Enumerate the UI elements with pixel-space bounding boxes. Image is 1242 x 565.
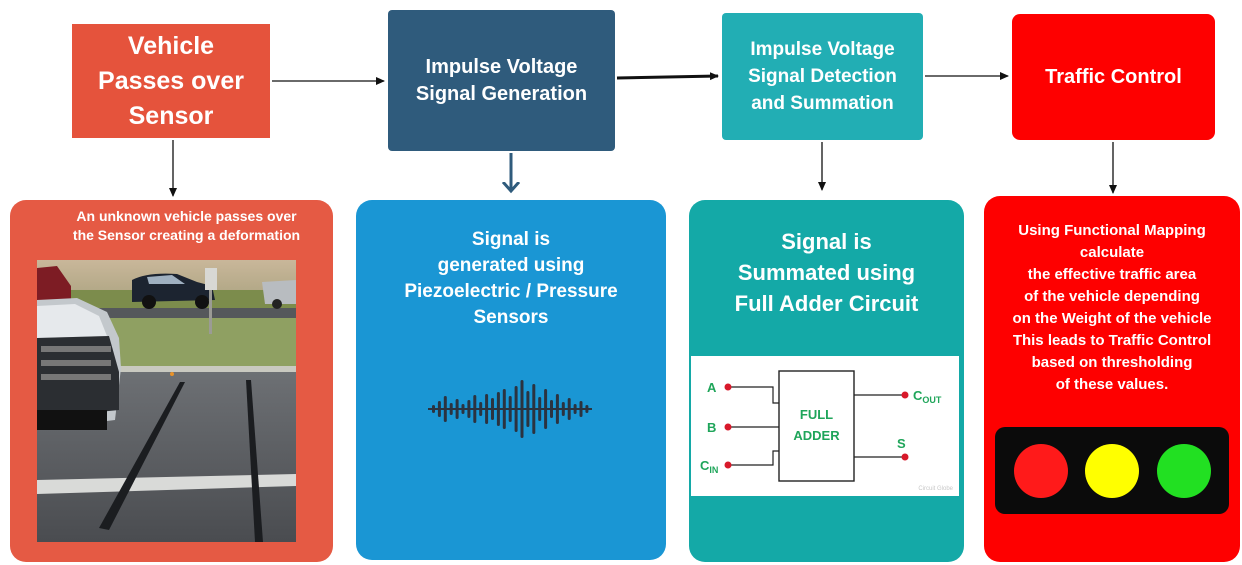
sensor-description: An unknown vehicle passes over the Senso…: [72, 208, 301, 243]
input-a-dot: [724, 383, 732, 391]
summation-description: Signal is Summated using Full Adder Circ…: [734, 229, 919, 316]
sound-wave-icon: [428, 380, 592, 438]
red-light: [1014, 444, 1068, 498]
output-cout-label: COUT: [913, 388, 942, 405]
step-signal-detection-and-summation: Impulse Voltage Signal Detection and Sum…: [722, 13, 923, 140]
watermark: Circuit Globe: [918, 486, 953, 492]
input-cin-label: CIN: [700, 458, 718, 475]
input-cin-dot: [724, 461, 732, 469]
yellow-light: [1085, 444, 1139, 498]
step-traffic-control: Traffic Control: [1012, 14, 1215, 140]
output-cout-dot: [901, 391, 909, 399]
wave-baseline: [428, 408, 592, 410]
adder-label-line1: FULL: [800, 407, 833, 422]
generation-description: Signal is generated using Piezoelectric …: [404, 229, 618, 328]
detail-card-generation: Signal is generated using Piezoelectric …: [356, 200, 666, 560]
road-sensor-photo: [37, 260, 296, 542]
output-s-label: S: [897, 436, 906, 451]
traffic-control-description: Using Functional Mapping calculate the e…: [1012, 222, 1212, 393]
input-a-label: A: [707, 380, 717, 395]
adder-label-line2: ADDER: [793, 428, 840, 443]
traffic-light-icon: [995, 427, 1229, 514]
full-adder-circuit: FULL ADDER A B CIN COUT S Circuit Globe: [691, 356, 959, 496]
input-b-dot: [724, 423, 732, 431]
arrow-step2-to-step3: [616, 72, 719, 81]
green-light: [1157, 444, 1211, 498]
step-vehicle-passes-over-sensor: Vehicle Passes over Sensor: [72, 24, 270, 138]
input-b-label: B: [707, 420, 716, 435]
output-s-dot: [901, 453, 909, 461]
step-impulse-voltage-signal-generation: Impulse Voltage Signal Generation: [388, 10, 615, 151]
